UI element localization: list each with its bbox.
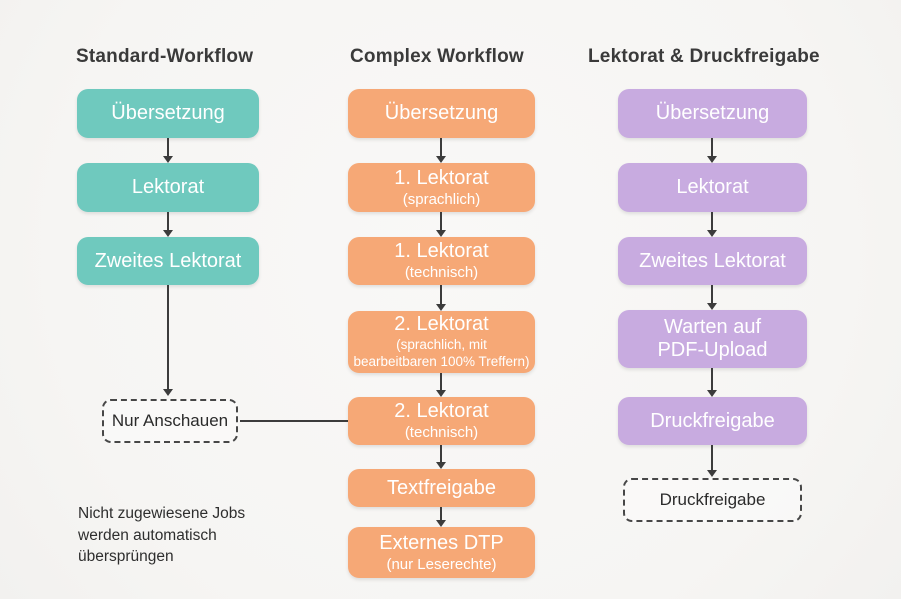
step-box-complex-textfreigabe: Textfreigabe xyxy=(348,469,535,507)
arrow-down-icon xyxy=(704,368,720,397)
step-label: 1. Lektorat xyxy=(394,166,489,189)
step-box-standard-lektorat: Lektorat xyxy=(77,163,259,212)
step-sublabel: (sprachlich) xyxy=(402,190,481,208)
step-box-complex-externes-dtp: Externes DTP (nur Leserechte) xyxy=(348,527,535,578)
step-sublabel: (technisch) xyxy=(404,264,479,281)
step-label: Lektorat xyxy=(131,176,205,198)
step-box-complex-2-lektorat-sprachlich: 2. Lektorat (sprachlich, mit bearbeitbar… xyxy=(348,311,535,373)
arrow-down-icon xyxy=(704,138,720,163)
step-box-standard-uebersetzung: Übersetzung xyxy=(77,89,259,138)
arrow-down-icon xyxy=(704,285,720,310)
step-sublabel: (technisch) xyxy=(404,424,479,441)
arrow-down-icon xyxy=(704,445,720,477)
step-box-standard-zweites-lektorat: Zweites Lektorat xyxy=(77,237,259,285)
step-label: Zweites Lektorat xyxy=(639,249,786,272)
step-label: 2. Lektorat xyxy=(394,313,489,336)
arrow-down-icon xyxy=(160,212,176,237)
arrow-down-icon xyxy=(704,212,720,237)
arrow-down-icon xyxy=(433,445,449,469)
column-title-lektorat-druckfreigabe: Lektorat & Druckfreigabe xyxy=(588,46,820,67)
step-label: 2. Lektorat xyxy=(394,400,489,422)
step-label: Zweites Lektorat xyxy=(94,249,242,272)
step-box-ld-warten-pdf-upload: Warten auf PDF-Upload xyxy=(618,310,807,368)
optional-step-label: Nur Anschauen xyxy=(111,411,229,430)
step-box-complex-1-lektorat-technisch: 1. Lektorat (technisch) xyxy=(348,237,535,285)
optional-step-nur-anschauen: Nur Anschauen xyxy=(102,399,238,443)
step-box-complex-2-lektorat-technisch: 2. Lektorat (technisch) xyxy=(348,397,535,445)
arrow-down-icon xyxy=(433,507,449,527)
final-step-druckfreigabe: Druckfreigabe xyxy=(623,478,802,522)
step-label: Warten auf PDF-Upload xyxy=(657,316,768,361)
step-box-ld-lektorat: Lektorat xyxy=(618,163,807,212)
arrow-down-icon xyxy=(433,285,449,311)
column-title-standard: Standard-Workflow xyxy=(76,46,254,67)
footnote-unassigned-jobs: Nicht zugewiesene Jobs werden automatisc… xyxy=(78,505,246,566)
step-box-ld-druckfreigabe: Druckfreigabe xyxy=(618,397,807,445)
arrow-down-icon xyxy=(433,138,449,163)
step-box-complex-1-lektorat-sprachlich: 1. Lektorat (sprachlich) xyxy=(348,163,535,212)
connector-line xyxy=(240,420,348,422)
final-step-label: Druckfreigabe xyxy=(659,490,766,509)
step-box-complex-uebersetzung: Übersetzung xyxy=(348,89,535,138)
arrow-down-icon xyxy=(160,138,176,163)
step-sublabel: (sprachlich, mit bearbeitbaren 100% Tref… xyxy=(353,337,530,369)
step-label: Übersetzung xyxy=(655,102,770,124)
step-label: Übersetzung xyxy=(384,102,499,124)
step-label: Lektorat xyxy=(676,176,749,198)
arrow-down-icon xyxy=(433,212,449,237)
arrow-down-icon xyxy=(160,285,176,396)
step-label: Textfreigabe xyxy=(387,476,496,499)
step-label: Externes DTP xyxy=(379,531,504,554)
step-box-ld-uebersetzung: Übersetzung xyxy=(618,89,807,138)
step-label: Übersetzung xyxy=(111,102,225,124)
step-box-ld-zweites-lektorat: Zweites Lektorat xyxy=(618,237,807,285)
step-sublabel: (nur Leserechte) xyxy=(386,555,497,573)
step-label: Druckfreigabe xyxy=(650,409,775,432)
step-label: 1. Lektorat xyxy=(394,240,489,262)
column-title-complex: Complex Workflow xyxy=(350,46,524,67)
arrow-down-icon xyxy=(433,373,449,397)
